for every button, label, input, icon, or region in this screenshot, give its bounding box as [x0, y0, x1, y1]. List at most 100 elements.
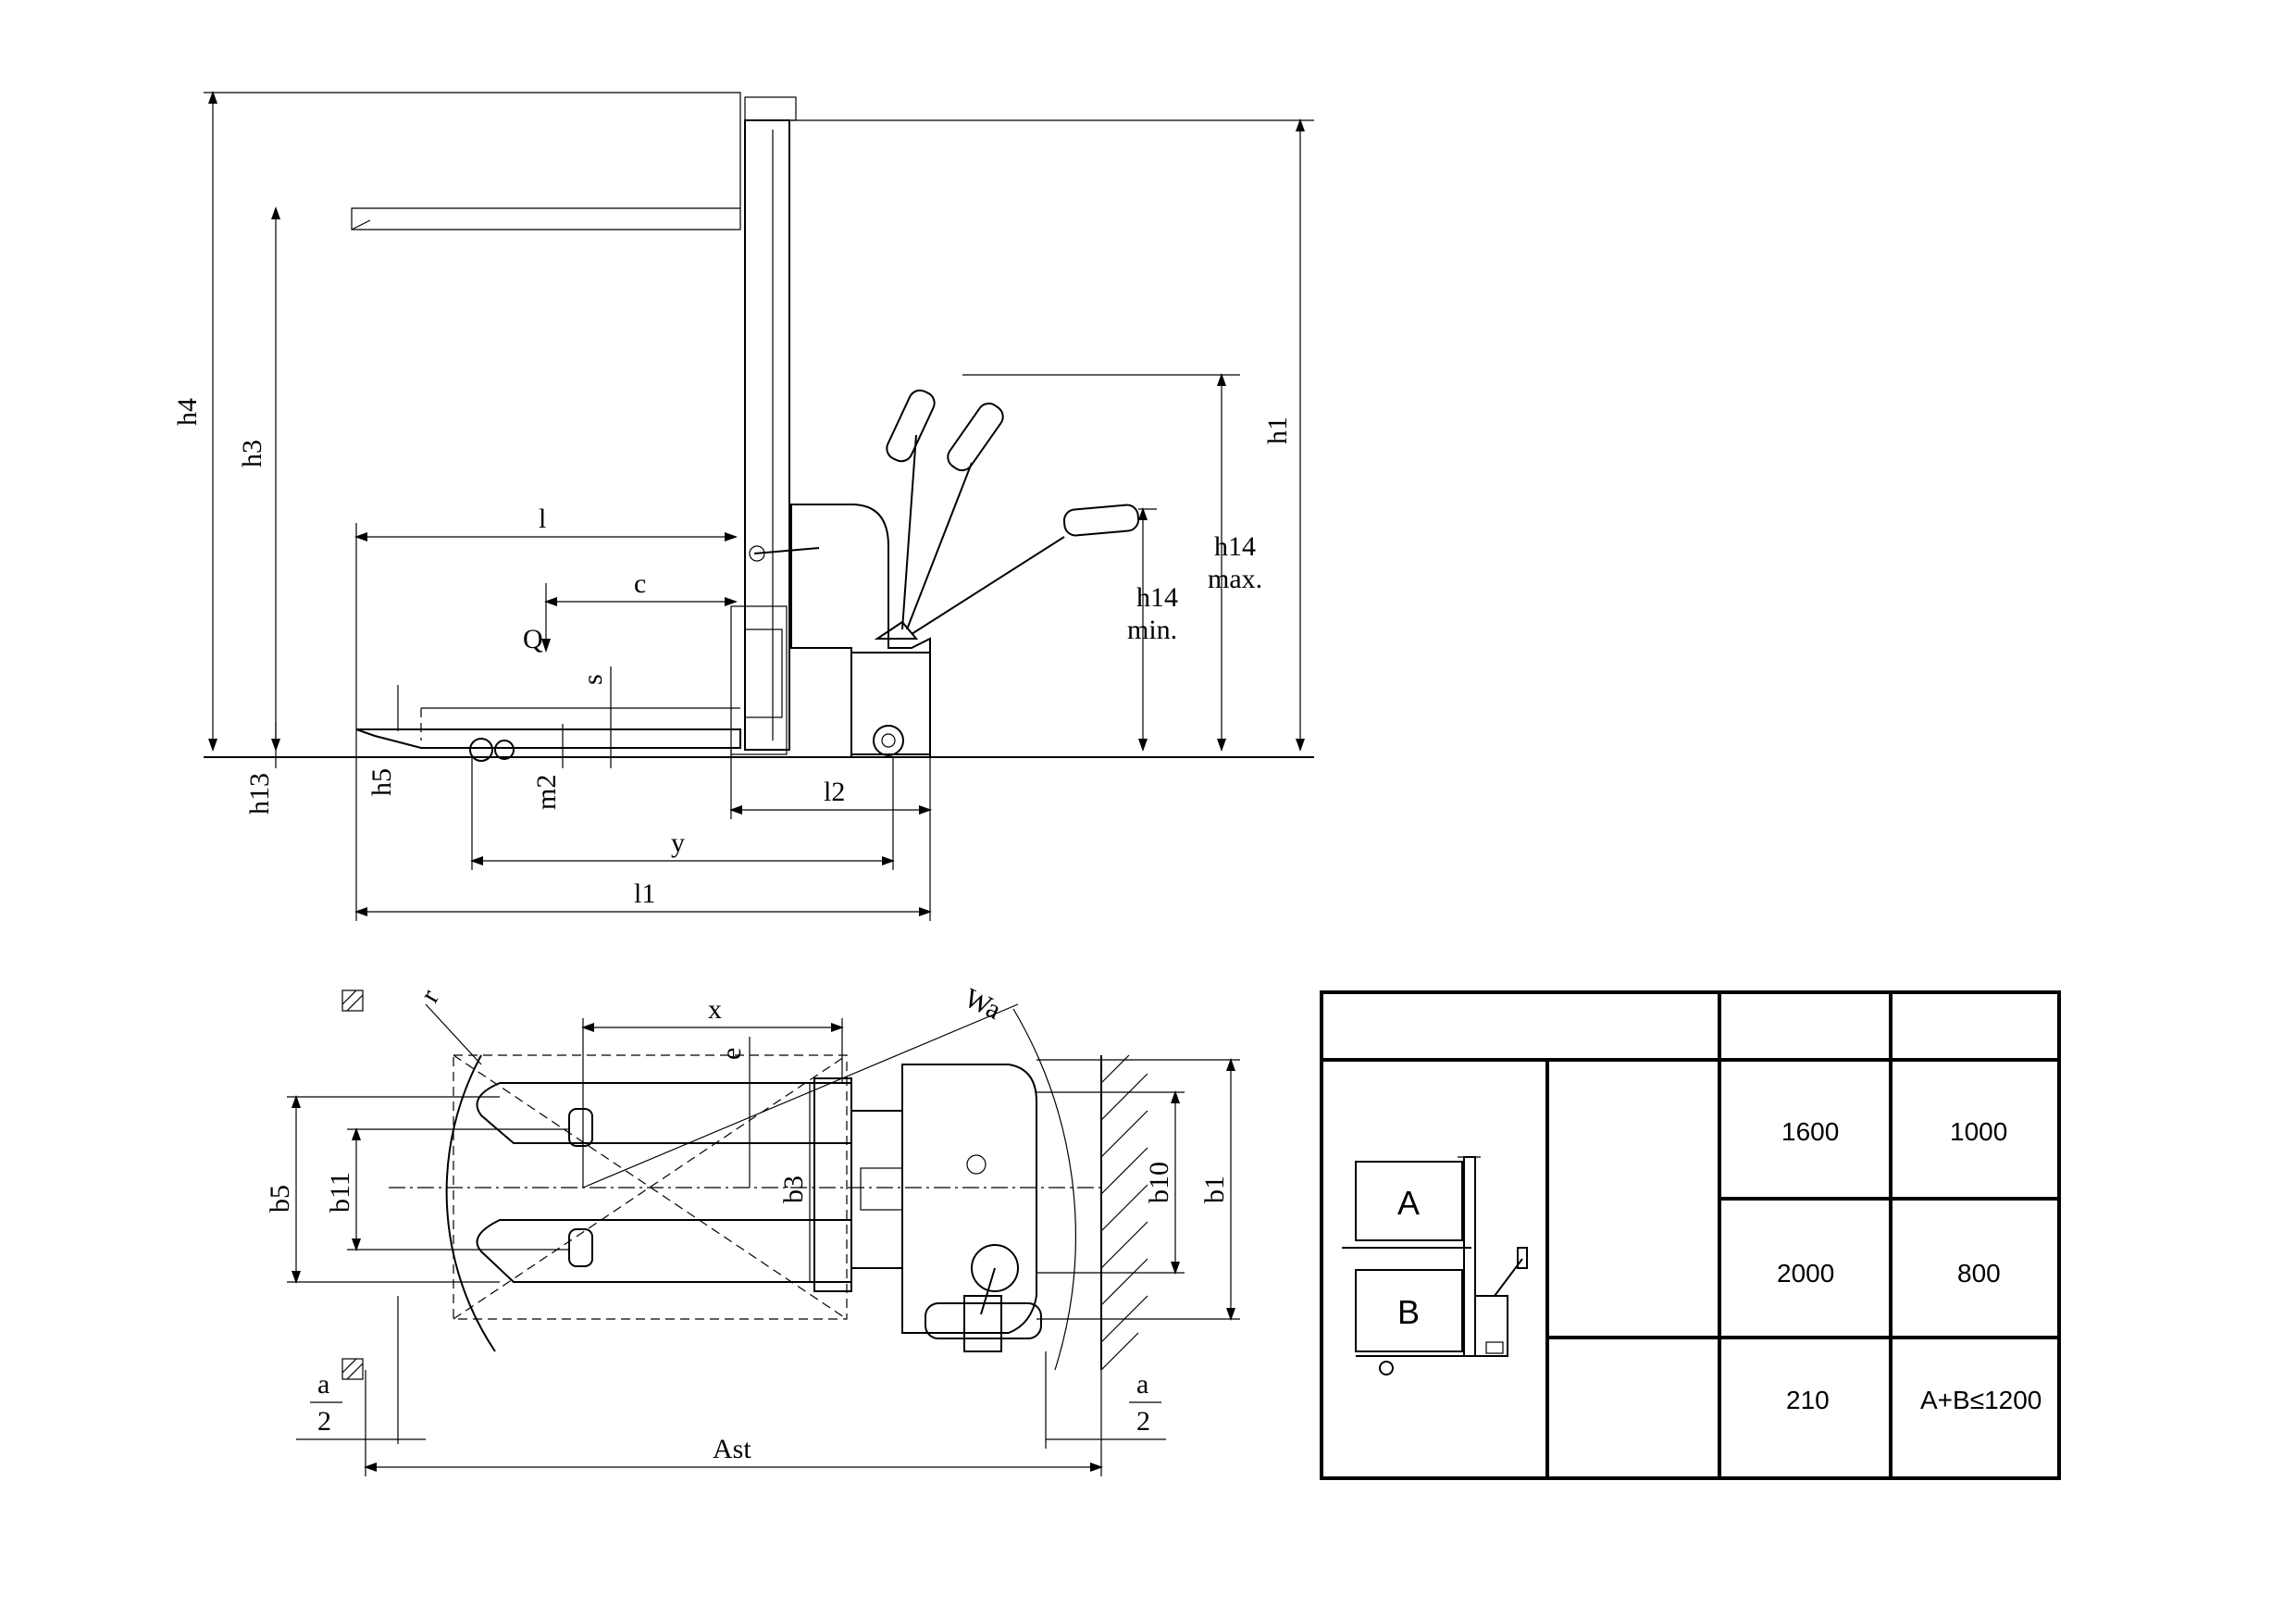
spec-table: 1600 1000 2000 800 210 A+B≤1200 A B — [1320, 990, 2061, 1480]
drive-housing — [850, 652, 931, 755]
label-b1: b1 — [1199, 1176, 1230, 1203]
tiller-low — [911, 536, 1065, 635]
label-h14-max: h14 — [1214, 531, 1256, 562]
label-b11: b11 — [325, 1172, 355, 1213]
pallet-b-box — [1355, 1269, 1463, 1352]
lift-cylinder — [753, 547, 820, 554]
label-2-left: 2 — [317, 1406, 331, 1437]
mini-mast — [1463, 1156, 1476, 1357]
carriage — [730, 605, 788, 755]
label-x: x — [708, 994, 722, 1025]
pallet-a-box — [1355, 1161, 1463, 1241]
raised-fork-tip — [351, 219, 371, 230]
tiller-head-low — [1062, 504, 1140, 537]
tiller-positions — [886, 374, 1240, 635]
chassis-top — [901, 1064, 1037, 1334]
label-l1: l1 — [634, 878, 655, 909]
radius-Wa-arc — [1012, 1008, 1076, 1371]
carriage-top — [813, 1077, 852, 1292]
stacked-pallets-illustration: A B — [1342, 1156, 1528, 1375]
mini-chassis — [1474, 1295, 1508, 1357]
Q-arrow-head — [541, 639, 551, 653]
label-2-right: 2 — [1136, 1406, 1150, 1437]
cylinder-top — [860, 1167, 903, 1211]
drive-wheel — [873, 725, 904, 756]
tiller-head-upright — [886, 389, 936, 463]
top-view: x e r Wa b5 b11 b3 b10 b1 Ast a 2 a 2 — [265, 982, 1240, 1476]
pallet-diagonal-1 — [453, 1054, 848, 1320]
fork — [355, 728, 741, 749]
corner-marker-bottom — [341, 1358, 364, 1380]
label-a-left: a — [317, 1369, 329, 1400]
corner-marker-top — [341, 989, 364, 1012]
tiller-pivot — [874, 620, 919, 640]
cell-r3-c3: 210 — [1786, 1386, 1830, 1414]
cell-r2-c4: 800 — [1957, 1259, 2001, 1288]
label-l: l — [539, 504, 546, 534]
pallet-a-label: A — [1397, 1184, 1420, 1222]
label-h14-min: h14 — [1136, 582, 1178, 613]
tiller-head-top — [925, 1302, 1042, 1339]
pallet-wheel — [1379, 1361, 1394, 1375]
radius-r-arc — [445, 1054, 496, 1352]
raised-load-outline — [204, 92, 741, 230]
label-l2: l2 — [824, 777, 845, 807]
tiller-top — [980, 1267, 996, 1315]
load-wheel-2 — [494, 740, 515, 760]
mast — [744, 119, 790, 751]
cell-r3-c4: A+B≤1200 — [1920, 1386, 2042, 1414]
cell-r1-c4: 1000 — [1950, 1117, 2007, 1146]
tiller-head-mid — [947, 402, 1004, 472]
label-h1: h1 — [1262, 417, 1293, 444]
horizontal-dimensions — [355, 523, 931, 921]
wall-hatch — [1100, 1054, 1148, 1371]
Wa-dim-line — [582, 1003, 1019, 1189]
tiller-pivot-top — [971, 1244, 1019, 1292]
r-dim-line — [425, 1003, 482, 1065]
cylinder-pin — [749, 545, 765, 562]
tiller-mid — [906, 462, 973, 630]
fork-top-left — [476, 1082, 851, 1144]
label-h5: h5 — [366, 768, 397, 796]
load-roller-2 — [568, 1228, 593, 1267]
load-wheel-1 — [469, 738, 493, 762]
tiller-grip-top — [963, 1295, 1002, 1352]
label-r: r — [414, 984, 445, 1007]
drive-wheel-hub — [881, 733, 896, 748]
label-b5: b5 — [265, 1185, 295, 1213]
key-switch — [966, 1154, 987, 1175]
carriage-plate — [744, 629, 783, 718]
label-b10: b10 — [1144, 1162, 1174, 1203]
pallet-outline — [453, 1054, 848, 1320]
label-h13: h13 — [244, 773, 275, 815]
label-b3: b3 — [778, 1176, 809, 1203]
arrowheads — [208, 91, 1305, 1472]
label-a-right: a — [1136, 1369, 1148, 1400]
label-h3: h3 — [237, 440, 267, 467]
pallet-diagonal-2 — [453, 1054, 848, 1320]
label-Q: Q — [523, 624, 543, 654]
label-y: y — [671, 828, 685, 858]
cell-r2-c3: 2000 — [1777, 1259, 1834, 1288]
mast-top-view — [850, 1110, 903, 1269]
label-Ast: Ast — [713, 1434, 751, 1464]
label-Wa: Wa — [960, 982, 1006, 1025]
table-border — [1320, 990, 2061, 1480]
pallet-b-label: B — [1397, 1293, 1420, 1331]
load-roller-1 — [568, 1108, 593, 1147]
label-c: c — [634, 568, 646, 599]
mini-tiller-head — [1517, 1247, 1528, 1269]
vertical-dimensions — [212, 93, 1301, 768]
mini-drive-wheel — [1485, 1341, 1504, 1354]
label-e: e — [716, 1048, 747, 1060]
label-s: s — [577, 674, 608, 685]
fork-top-right — [476, 1219, 851, 1283]
chassis-body — [790, 504, 931, 758]
side-view: h4 h3 h1 h14 max. h14 min. l c Q s m2 h5… — [172, 92, 1314, 921]
label-m2: m2 — [531, 775, 562, 810]
tiller-upright — [901, 434, 917, 630]
mast-top — [744, 96, 797, 121]
cell-r1-c3: 1600 — [1781, 1117, 1839, 1146]
